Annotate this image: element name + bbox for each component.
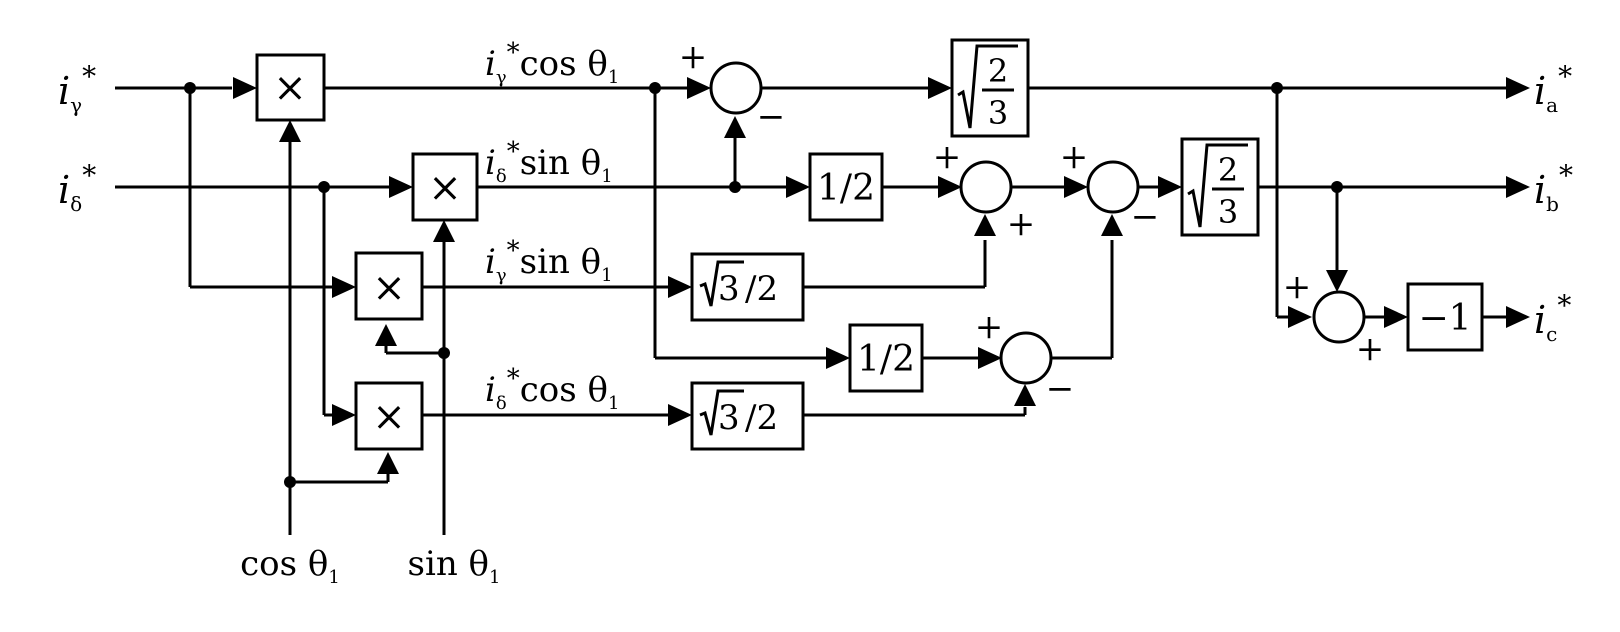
- multiplier-m2: ×: [411, 152, 479, 222]
- bottom-label-cos-theta: cos θ1: [240, 544, 340, 588]
- gain-denominator: 3: [988, 94, 1008, 132]
- sum-junction-4: + −: [975, 307, 1075, 409]
- output-label-i-b: ib*: [1534, 159, 1573, 216]
- gain-label: 1/2: [817, 168, 875, 209]
- arrow-to-m3: [332, 276, 356, 298]
- gain-negative-one: −1: [1406, 282, 1484, 352]
- sum-junction-3: + −: [1060, 137, 1160, 237]
- arrow-down-sum5: [1326, 270, 1348, 292]
- gain-sqrt3-over-2-b: 3 /2: [690, 381, 805, 451]
- arrow-cos-to-m1: [279, 120, 301, 142]
- plus-sign: +: [1060, 137, 1089, 177]
- arrow-up-sum2: [974, 214, 996, 236]
- plus-sign: +: [1356, 329, 1385, 369]
- multiply-symbol: ×: [372, 394, 406, 440]
- plus-sign: +: [1007, 204, 1036, 244]
- gain-denominator: 3: [1218, 193, 1238, 231]
- gain-half-top: 1/2: [808, 152, 884, 222]
- gain-radicand: 3: [718, 269, 740, 309]
- arrow-to-sum3: [1064, 176, 1088, 198]
- arrow-output-a: [1506, 77, 1530, 99]
- gain-radicand: 3: [718, 398, 740, 438]
- multiply-symbol: ×: [428, 165, 462, 211]
- gain-numerator: 2: [988, 52, 1008, 90]
- arrow-to-sum2: [938, 176, 962, 198]
- arrow-to-neg1: [1384, 306, 1408, 328]
- arrow-to-sum4: [978, 347, 1002, 369]
- junction-dots: [184, 82, 1343, 488]
- signal-label-igamma-sin: iγ*sin θ1: [485, 236, 613, 286]
- arrow-to-half-bot: [826, 347, 850, 369]
- bottom-label-sin-theta: sin θ1: [408, 544, 501, 588]
- gain-rest: /2: [745, 398, 778, 438]
- input-label-i-delta: iδ*: [58, 159, 96, 216]
- plus-sign: +: [679, 37, 708, 77]
- arrow-output-c: [1506, 306, 1530, 328]
- multiplier-m4: ×: [354, 381, 424, 451]
- arrow-up-sum3: [1101, 214, 1123, 236]
- gain-label: 1/2: [857, 339, 915, 380]
- sum-junction-1: + −: [679, 37, 786, 137]
- minus-sign: −: [1131, 197, 1160, 237]
- plus-sign: +: [1283, 267, 1312, 307]
- input-label-i-gamma: iγ*: [58, 60, 96, 117]
- arrow-sin-to-m2: [433, 220, 455, 242]
- arrow-to-m2: [389, 176, 413, 198]
- arrow-up-sum1: [724, 116, 746, 138]
- arrow-to-sqrt3b: [668, 404, 692, 426]
- gain-sqrt-2-3-top: 2 3: [950, 38, 1030, 138]
- gain-half-bottom: 1/2: [848, 323, 924, 393]
- arrow-to-half-top: [786, 176, 810, 198]
- plus-sign: +: [933, 137, 962, 177]
- arrow-sin-to-m3: [375, 324, 397, 346]
- arrow-to-sum1: [687, 77, 711, 99]
- arrowheads: [233, 77, 1530, 474]
- gain-sqrt3-over-2-a: 3 /2: [690, 252, 805, 322]
- arrow-to-sqrt23-bot: [1158, 176, 1182, 198]
- gain-numerator: 2: [1218, 151, 1238, 189]
- gain-rest: /2: [745, 269, 778, 309]
- output-label-i-c: ic*: [1534, 289, 1571, 346]
- multiply-symbol: ×: [372, 265, 406, 311]
- multiply-symbol: ×: [273, 65, 307, 111]
- sum-junction-2: + +: [933, 137, 1036, 244]
- arrow-to-sqrt3a: [668, 276, 692, 298]
- arrow-to-m1: [233, 77, 257, 99]
- gain-sqrt-2-3-bottom: 2 3: [1180, 137, 1260, 237]
- sum-junction-5: + +: [1283, 267, 1385, 369]
- minus-sign: −: [757, 97, 786, 137]
- plus-sign: +: [975, 307, 1004, 347]
- signal-label-igamma-cos: iγ*cos θ1: [485, 38, 619, 88]
- signal-label-idelta-sin: iδ*sin θ1: [485, 137, 613, 187]
- arrow-to-sum5: [1288, 306, 1312, 328]
- gain-label: −1: [1418, 298, 1471, 339]
- wires: [115, 86, 1510, 535]
- multiplier-m1: ×: [255, 53, 326, 122]
- arrow-output-b: [1506, 176, 1530, 198]
- arrow-to-m4: [332, 404, 356, 426]
- arrow-up-sum4: [1014, 384, 1036, 406]
- multiplier-m3: ×: [354, 251, 424, 321]
- output-label-i-a: ia*: [1534, 60, 1572, 117]
- minus-sign: −: [1046, 369, 1075, 409]
- arrow-cos-to-m4: [377, 452, 399, 474]
- signal-label-idelta-cos: iδ*cos θ1: [485, 364, 619, 414]
- arrow-to-sqrt23-top: [928, 77, 952, 99]
